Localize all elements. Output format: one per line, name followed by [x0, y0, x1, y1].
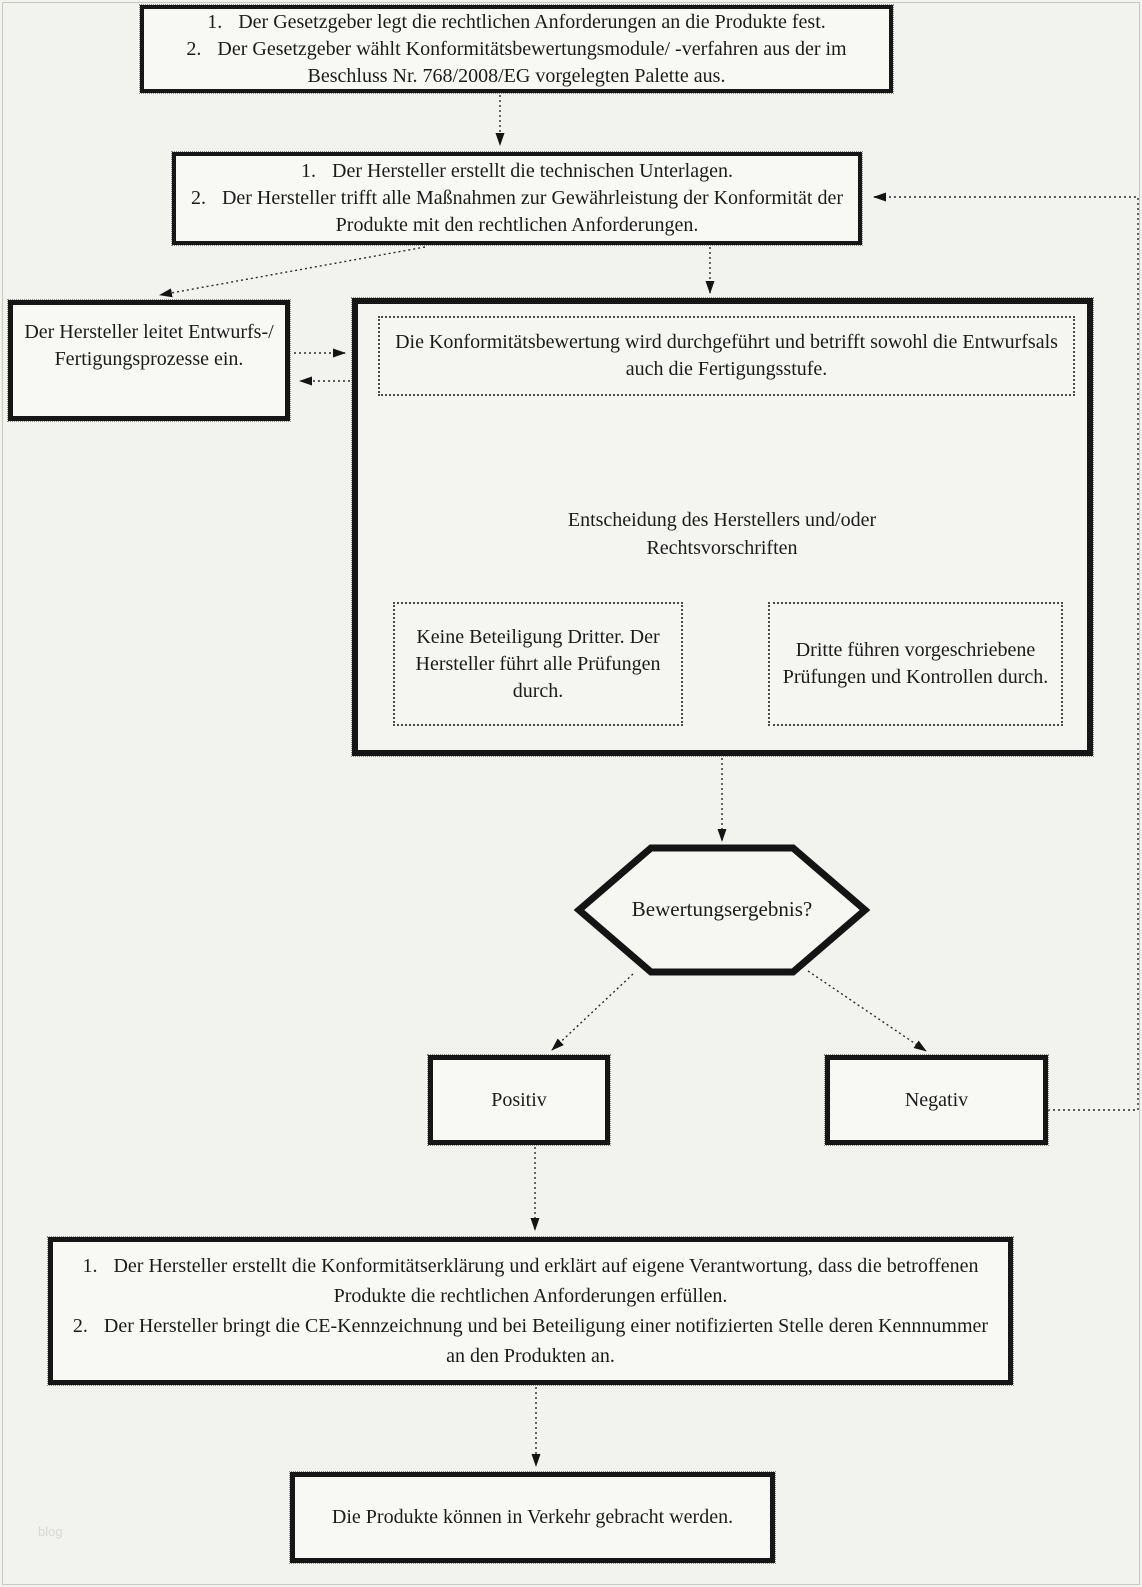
box-text: Negativ [904, 1088, 969, 1111]
list-item: 1. Der Hersteller erstellt die technische… [186, 158, 848, 185]
item-text: Der Hersteller erstellt die Konformitäts… [113, 1255, 979, 1307]
list-item: 2. Der Hersteller trifft alle Maßnahmen z… [186, 185, 848, 239]
box-text: Positiv [491, 1088, 547, 1111]
item-number: 1. [301, 160, 317, 182]
no-third-party-box: Keine Beteiligung Dritter. Der Herstelle… [393, 602, 683, 726]
declaration-box: 1. Der Hersteller erstellt die Konformitä… [47, 1236, 1014, 1386]
list-item: 1. Der Gesetzgeber legt die rechtlichen A… [154, 9, 879, 36]
third-party-box: Dritte führen vorgeschriebene Prüfungen … [768, 602, 1063, 726]
result-hexagon [573, 844, 871, 976]
box-text: Dritte führen vorgeschriebene Prüfungen … [782, 639, 1049, 688]
list-item: 2. Der Gesetzgeber wählt Konformitätsbewe… [154, 36, 879, 90]
item-number: 2. [72, 1315, 88, 1337]
design-production-box: Der Hersteller leitet Entwurfs-/ Fertigu… [7, 299, 291, 422]
list-item: 1. Der Hersteller erstellt die Konformitä… [63, 1251, 998, 1311]
item-text: Der Hersteller trifft alle Maßnahmen zur… [221, 187, 844, 236]
item-text: Der Hersteller bringt die CE-Kennzeichnu… [103, 1315, 989, 1367]
box-text: Die Produkte können in Verkehr gebracht … [331, 1506, 734, 1528]
item-text: Der Gesetzgeber wählt Konformitätsbewert… [217, 37, 847, 87]
watermark-text: blog [38, 1524, 63, 1539]
result-question-label: Bewertungsergebnis? [631, 897, 813, 921]
negative-box: Negativ [824, 1054, 1049, 1146]
list-item: 2. Der Hersteller bringt die CE-Kennzeich… [63, 1311, 998, 1371]
item-number: 1. [207, 10, 223, 33]
item-number: 2. [186, 37, 202, 60]
box-text: Keine Beteiligung Dritter. Der Herstelle… [415, 625, 661, 702]
legislator-box: 1. Der Gesetzgeber legt die rechtlichen A… [139, 4, 894, 94]
arrow-negative-feedback-loop [873, 192, 1139, 1111]
item-number: 2. [190, 187, 206, 209]
arrow-result-to-positive [551, 973, 634, 1051]
decision-label: Entscheidung des Herstellers und/oder Re… [567, 509, 877, 559]
item-text: Der Gesetzgeber legt die rechtlichen Anf… [238, 10, 826, 33]
conformity-assessment-box: Die Konformitätsbewertung wird durchgefü… [378, 316, 1075, 396]
item-text: Der Hersteller erstellt die technischen … [332, 160, 733, 182]
box-text: Der Hersteller leitet Entwurfs-/ Fertigu… [24, 321, 274, 370]
manufacturer-prep-box: 1. Der Hersteller erstellt die technische… [171, 151, 863, 246]
box-text: Die Konformitätsbewertung wird durchgefü… [395, 331, 1058, 380]
item-number: 1. [82, 1255, 98, 1277]
arrow-result-to-negative [807, 970, 927, 1052]
market-box: Die Produkte können in Verkehr gebracht … [289, 1471, 776, 1564]
positive-box: Positiv [427, 1054, 611, 1146]
arrow-manufacturer-to-design [159, 246, 426, 298]
